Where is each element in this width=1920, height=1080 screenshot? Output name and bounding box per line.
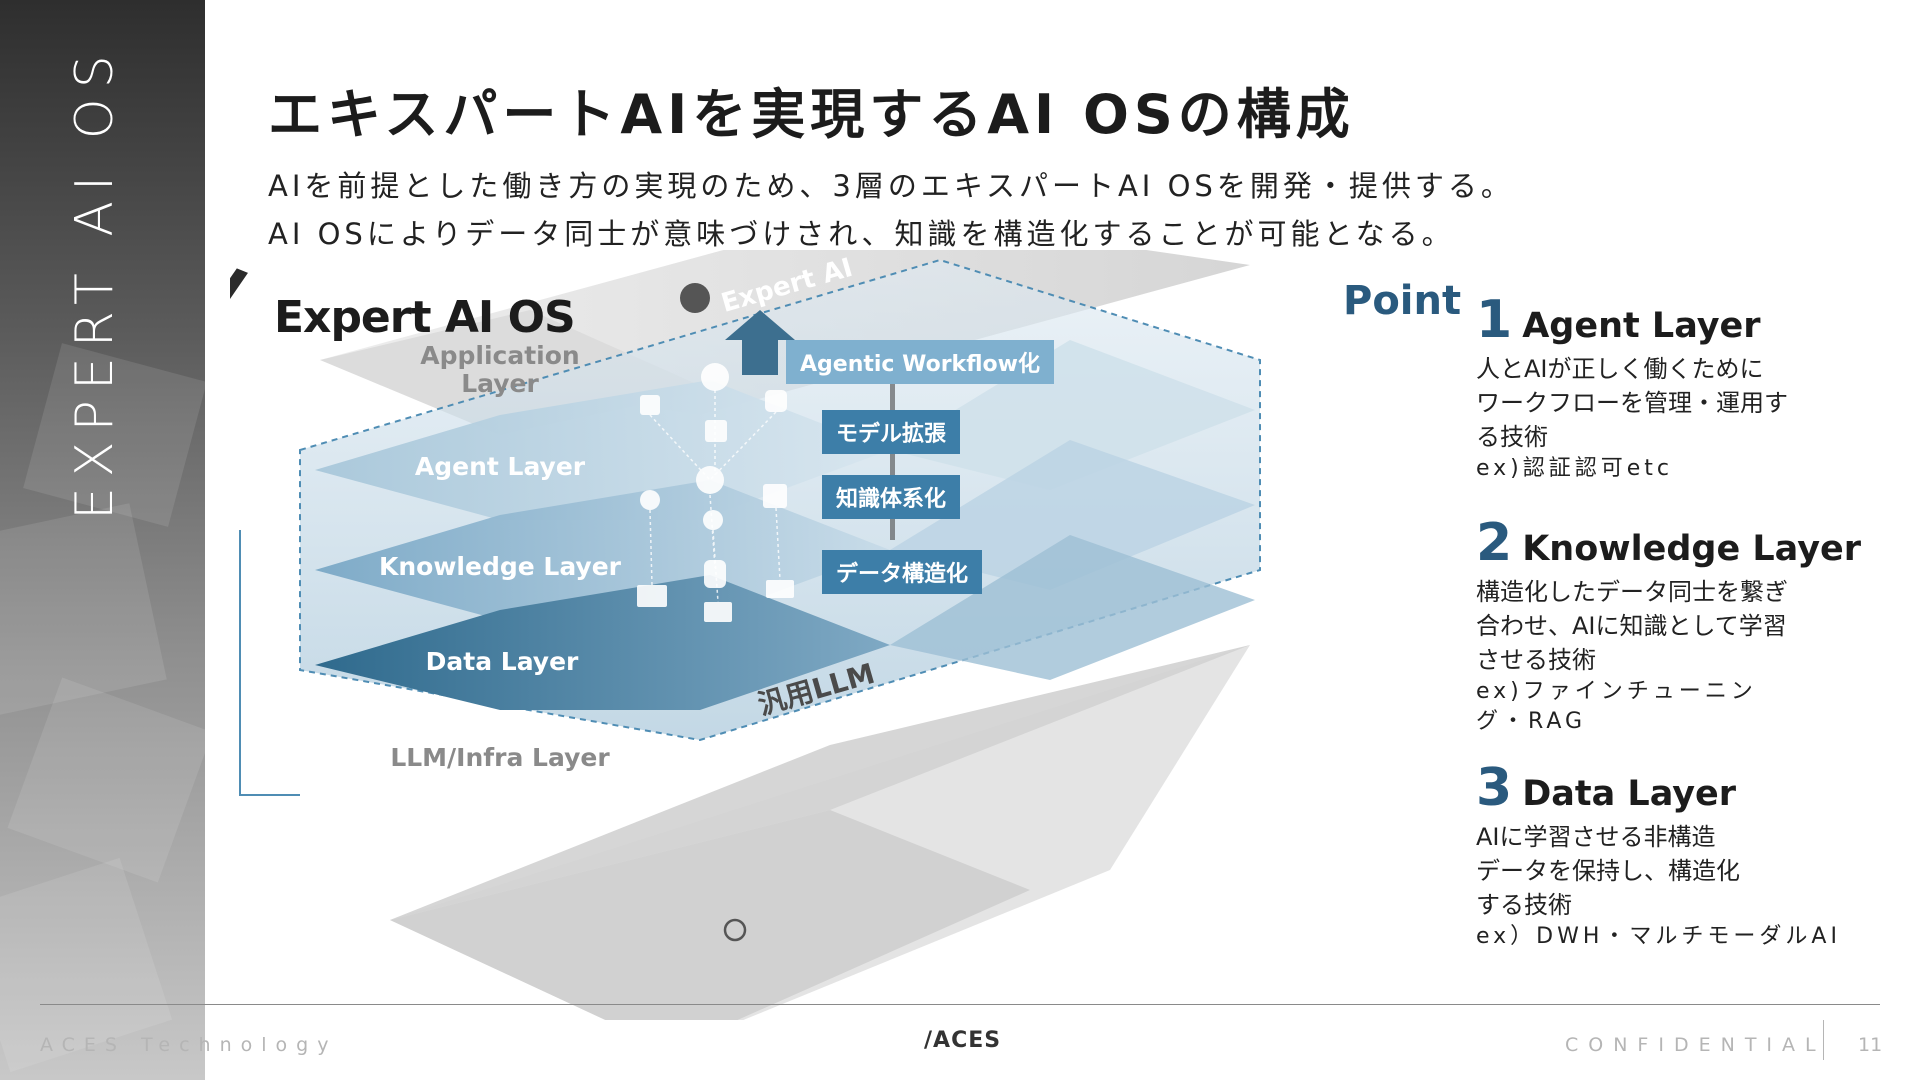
point-example: ex）DWH・マルチモーダルAI [1476, 924, 1841, 949]
step-agentic-workflow: Agentic Workflow化 [786, 340, 1054, 384]
graph-icon [703, 510, 723, 530]
application-layer-label: Application Layer [420, 341, 580, 398]
side-band: EXPERT AI OS [0, 0, 205, 1080]
pen-icon [230, 268, 248, 304]
up-arrow [725, 310, 795, 375]
point-title: Data Layer [1522, 774, 1737, 814]
agent-layer-plane-right [890, 340, 1255, 490]
lead-line-1: AIを前提とした働き方の実現のため、3層のエキスパートAI OSを開発・提供する… [268, 169, 1514, 203]
point-body: 人とAIが正しく働くために ワークフローを管理・運用す る技術 [1476, 355, 1788, 451]
point-body: AIに学習させる非構造 データを保持し、構造化 する技術 [1476, 823, 1740, 919]
network-icon [705, 420, 727, 442]
cubes-icon [763, 484, 787, 508]
decor-square [7, 677, 205, 883]
page-title: エキスパートAIを実現するAI OSの構成 [268, 83, 1355, 146]
bulb-icon [640, 490, 660, 510]
infra-plane-shadow [390, 645, 1250, 1020]
point-heading: Point [1343, 278, 1462, 324]
layer-stack-graphic [230, 250, 1261, 1020]
agent-layer-plane [315, 380, 890, 520]
step-model-extension: モデル拡張 [822, 410, 961, 454]
infra-layer-label: LLM/Infra Layer [390, 743, 610, 772]
footer-divider [40, 1004, 1880, 1005]
knowledge-layer-plane [315, 480, 890, 620]
footer-company: ACES Technology [40, 1034, 338, 1056]
workflow-icon [640, 395, 660, 415]
step-knowledge-systematization: 知識体系化 [822, 475, 961, 519]
lead-text: AIを前提とした働き方の実現のため、3層のエキスパートAI OSを開発・提供する… [268, 162, 1514, 258]
diagram-title: Expert AI OS [274, 292, 576, 343]
layers-icon [766, 580, 794, 598]
step-data-structuring: データ構造化 [822, 550, 983, 594]
folder-icon [704, 602, 732, 622]
data-layer-plane-right [890, 535, 1255, 680]
footer-separator [1823, 1020, 1824, 1060]
page-number: 11 [1858, 1034, 1883, 1056]
node-icons [637, 363, 794, 622]
table-icon [637, 585, 667, 607]
expert-ai-head-icon [680, 283, 710, 313]
data-layer-label: Data Layer [425, 647, 579, 676]
database-icon [704, 560, 726, 588]
title-connector [239, 530, 300, 796]
confidential-label: CONFIDENTIAL [1565, 1034, 1826, 1056]
point-number: 3 [1476, 758, 1513, 818]
expert-ai-os-diagram: Expert AI OS Application Layer Agent Lay… [230, 250, 1330, 1020]
brain-icon [701, 363, 729, 391]
point-body: 構造化したデータ同士を繋ぎ 合わせ、AIに知識として学習 させる技術 [1476, 578, 1788, 674]
os-box-outline [299, 258, 1261, 742]
stack-connector [890, 370, 895, 540]
point-number: 1 [1476, 290, 1513, 350]
data-layer-plane [315, 575, 890, 710]
aces-logo: /ACES [924, 1028, 1002, 1053]
lead-line-2: AI OSによりデータ同士が意味づけされ、知識を構造化することが可能となる。 [268, 217, 1455, 251]
logo-slash-icon: / [924, 1028, 934, 1053]
agent-layer-label: Agent Layer [414, 452, 586, 481]
point-title: Agent Layer [1522, 306, 1761, 346]
node-connections [649, 390, 781, 603]
side-section-title: EXPERT AI OS [65, 45, 125, 520]
robot-icon [765, 390, 787, 412]
point-example: ex)ファインチューニン グ・RAG [1476, 679, 1757, 734]
point-example: ex)認証認可etc [1476, 456, 1674, 481]
point-title: Knowledge Layer [1522, 529, 1862, 569]
llm-head-icon [723, 918, 747, 942]
point-number: 2 [1476, 513, 1513, 573]
knowledge-layer-label: Knowledge Layer [378, 552, 622, 581]
